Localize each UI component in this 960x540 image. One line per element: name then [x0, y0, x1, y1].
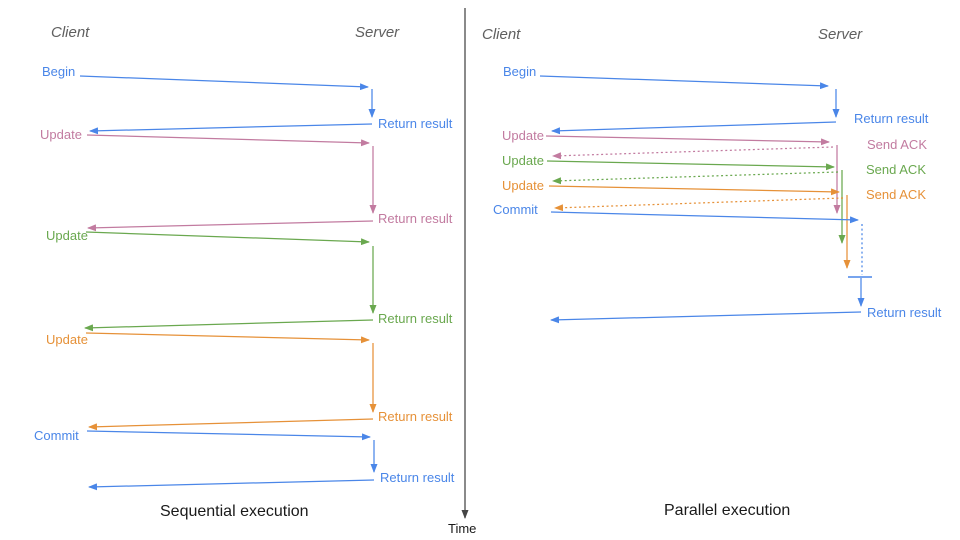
sequential-message-line — [88, 479, 375, 491]
sequential-client-header: Client — [51, 24, 90, 41]
return-result-label: Return result — [854, 111, 929, 126]
sequential-caption: Sequential execution — [160, 503, 309, 520]
parallel-caption: Parallel execution — [664, 502, 791, 519]
send-ack-label: Send ACK — [867, 137, 927, 152]
begin-label: Begin — [503, 64, 537, 79]
parallel-message-line — [551, 121, 837, 135]
parallel-message-line — [539, 75, 829, 90]
update-label: Update — [46, 332, 88, 347]
update-label: Update — [502, 128, 544, 143]
sequential-message-line — [86, 134, 370, 147]
return-result-label: Return result — [378, 311, 453, 326]
update-label: Update — [502, 178, 544, 193]
sequential-message-line — [86, 430, 371, 441]
sequential-message-line — [87, 220, 374, 232]
commit-label: Commit — [493, 202, 538, 217]
parallel-message-line — [546, 160, 835, 171]
return-result-label: Return result — [380, 470, 455, 485]
parallel-message-line — [550, 311, 862, 324]
return-result-label: Return result — [867, 305, 942, 320]
return-result-label: Return result — [378, 409, 453, 424]
parallel-message-line — [550, 211, 859, 224]
sequential-message-line — [89, 123, 373, 135]
parallel-server-header: Server — [818, 26, 863, 43]
commit-label: Commit — [34, 428, 79, 443]
sequential-message-line — [88, 418, 374, 431]
parallel-message-line — [552, 146, 834, 160]
update-label: Update — [40, 127, 82, 142]
return-result-label: Return result — [378, 116, 453, 131]
sequential-server-header: Server — [355, 24, 400, 41]
update-label: Update — [46, 228, 88, 243]
return-result-label: Return result — [378, 211, 453, 226]
update-label: Update — [502, 153, 544, 168]
sequential-message-line — [79, 75, 369, 91]
parallel-message-line — [548, 185, 840, 196]
sequential-message-line — [85, 231, 370, 246]
begin-label: Begin — [42, 64, 76, 79]
send-ack-label: Send ACK — [866, 162, 926, 177]
parallel-message-line — [554, 197, 844, 212]
sequential-message-line — [84, 319, 374, 332]
parallel-message-line — [545, 135, 830, 146]
time-axis-label: Time — [448, 521, 477, 536]
parallel-message-line — [552, 171, 839, 185]
parallel-client-header: Client — [482, 26, 521, 43]
sequential-message-line — [85, 332, 370, 344]
send-ack-label: Send ACK — [866, 187, 926, 202]
